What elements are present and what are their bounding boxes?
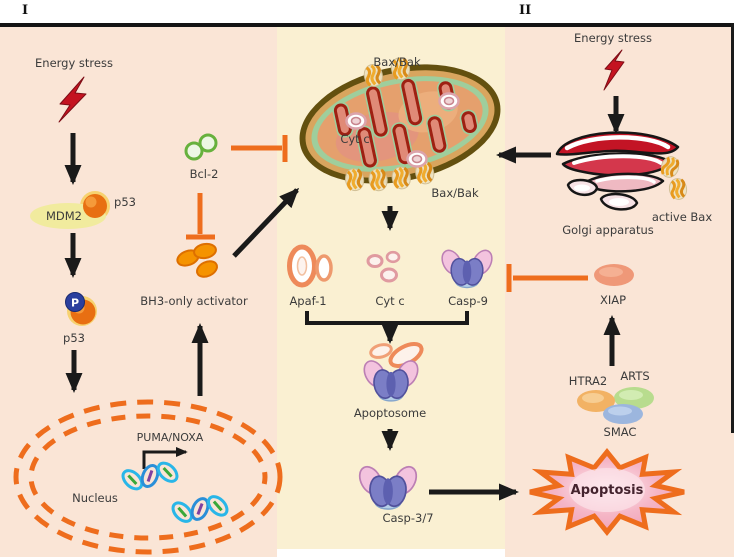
section-2-numeral: II (519, 3, 532, 18)
apoptosis-label: Apoptosis (570, 483, 644, 498)
smac-complex-shape (577, 387, 654, 424)
xiap-shape (594, 264, 634, 286)
lightning-icon-right (603, 49, 625, 91)
transcription-arrow (142, 446, 188, 469)
bh3-label: BH3-only activator (140, 294, 248, 308)
casp9-label: Casp-9 (448, 294, 488, 308)
apoptosome-label: Apoptosome (353, 406, 427, 420)
xiap-label: XIAP (599, 293, 627, 307)
bax-bak-label-bottom: Bax/Bak (431, 186, 479, 200)
lightning-icon-left (58, 76, 87, 123)
smac-label: SMAC (603, 425, 637, 439)
cytc-label-mito: Cyt c (340, 132, 370, 146)
bh3-activator-shape (176, 242, 218, 278)
apoptosis-star (529, 448, 685, 536)
apaf1-shape (287, 244, 333, 288)
section-1-numeral: I (22, 3, 29, 18)
nucleus-label: Nucleus (72, 491, 118, 505)
dna-helix-2 (171, 495, 229, 523)
cytc-label-row: Cyt c (375, 294, 405, 308)
arrow-bh3-to-mito (232, 187, 300, 258)
p53-label-top: p53 (114, 195, 136, 209)
puma-noxa-label: PUMA/NOXA (136, 431, 204, 444)
right-rule (731, 23, 734, 433)
phosphate-letter: P (71, 297, 79, 310)
inhibit-bcl2-to-mito (231, 135, 288, 162)
inhibit-bcl2-to-bh3 (186, 193, 215, 240)
casp37-shape (354, 462, 422, 510)
cytc-trio-shape (366, 250, 401, 283)
bcl2-label: Bcl-2 (189, 167, 219, 181)
htra2-label: HTRA2 (568, 374, 608, 388)
phosphate-badge (65, 292, 85, 312)
phospho-p53: P (65, 292, 97, 326)
p53-label-phospho: p53 (63, 331, 85, 345)
energy-stress-label-2: Energy stress (574, 31, 652, 45)
cascade-bracket (305, 311, 469, 325)
apaf1-label: Apaf-1 (289, 294, 327, 308)
casp37-label: Casp-3/7 (382, 511, 434, 525)
golgi-label: Golgi apparatus (562, 223, 654, 237)
bax-bak-label-top: Bax/Bak (373, 55, 421, 69)
mdm2-label: MDM2 (45, 209, 83, 223)
top-rule (0, 23, 734, 27)
apoptosome-shape (359, 342, 424, 402)
nucleus-envelope (13, 399, 283, 555)
panel-intrinsic-pathway (0, 27, 277, 557)
mdm2-p53-complex (30, 191, 110, 229)
cytc-granules-mito (345, 92, 460, 168)
active-bax-label: active Bax (651, 210, 713, 224)
inhibit-xiap-to-casp9 (506, 264, 588, 292)
active-bax-shape (657, 153, 690, 203)
energy-stress-label-1: Energy stress (35, 56, 113, 70)
dna-helix-1 (121, 461, 179, 491)
golgi-apparatus-shape (555, 131, 690, 211)
casp9-shape (437, 246, 497, 289)
arts-label: ARTS (620, 369, 650, 383)
bcl2-shape (184, 133, 218, 161)
